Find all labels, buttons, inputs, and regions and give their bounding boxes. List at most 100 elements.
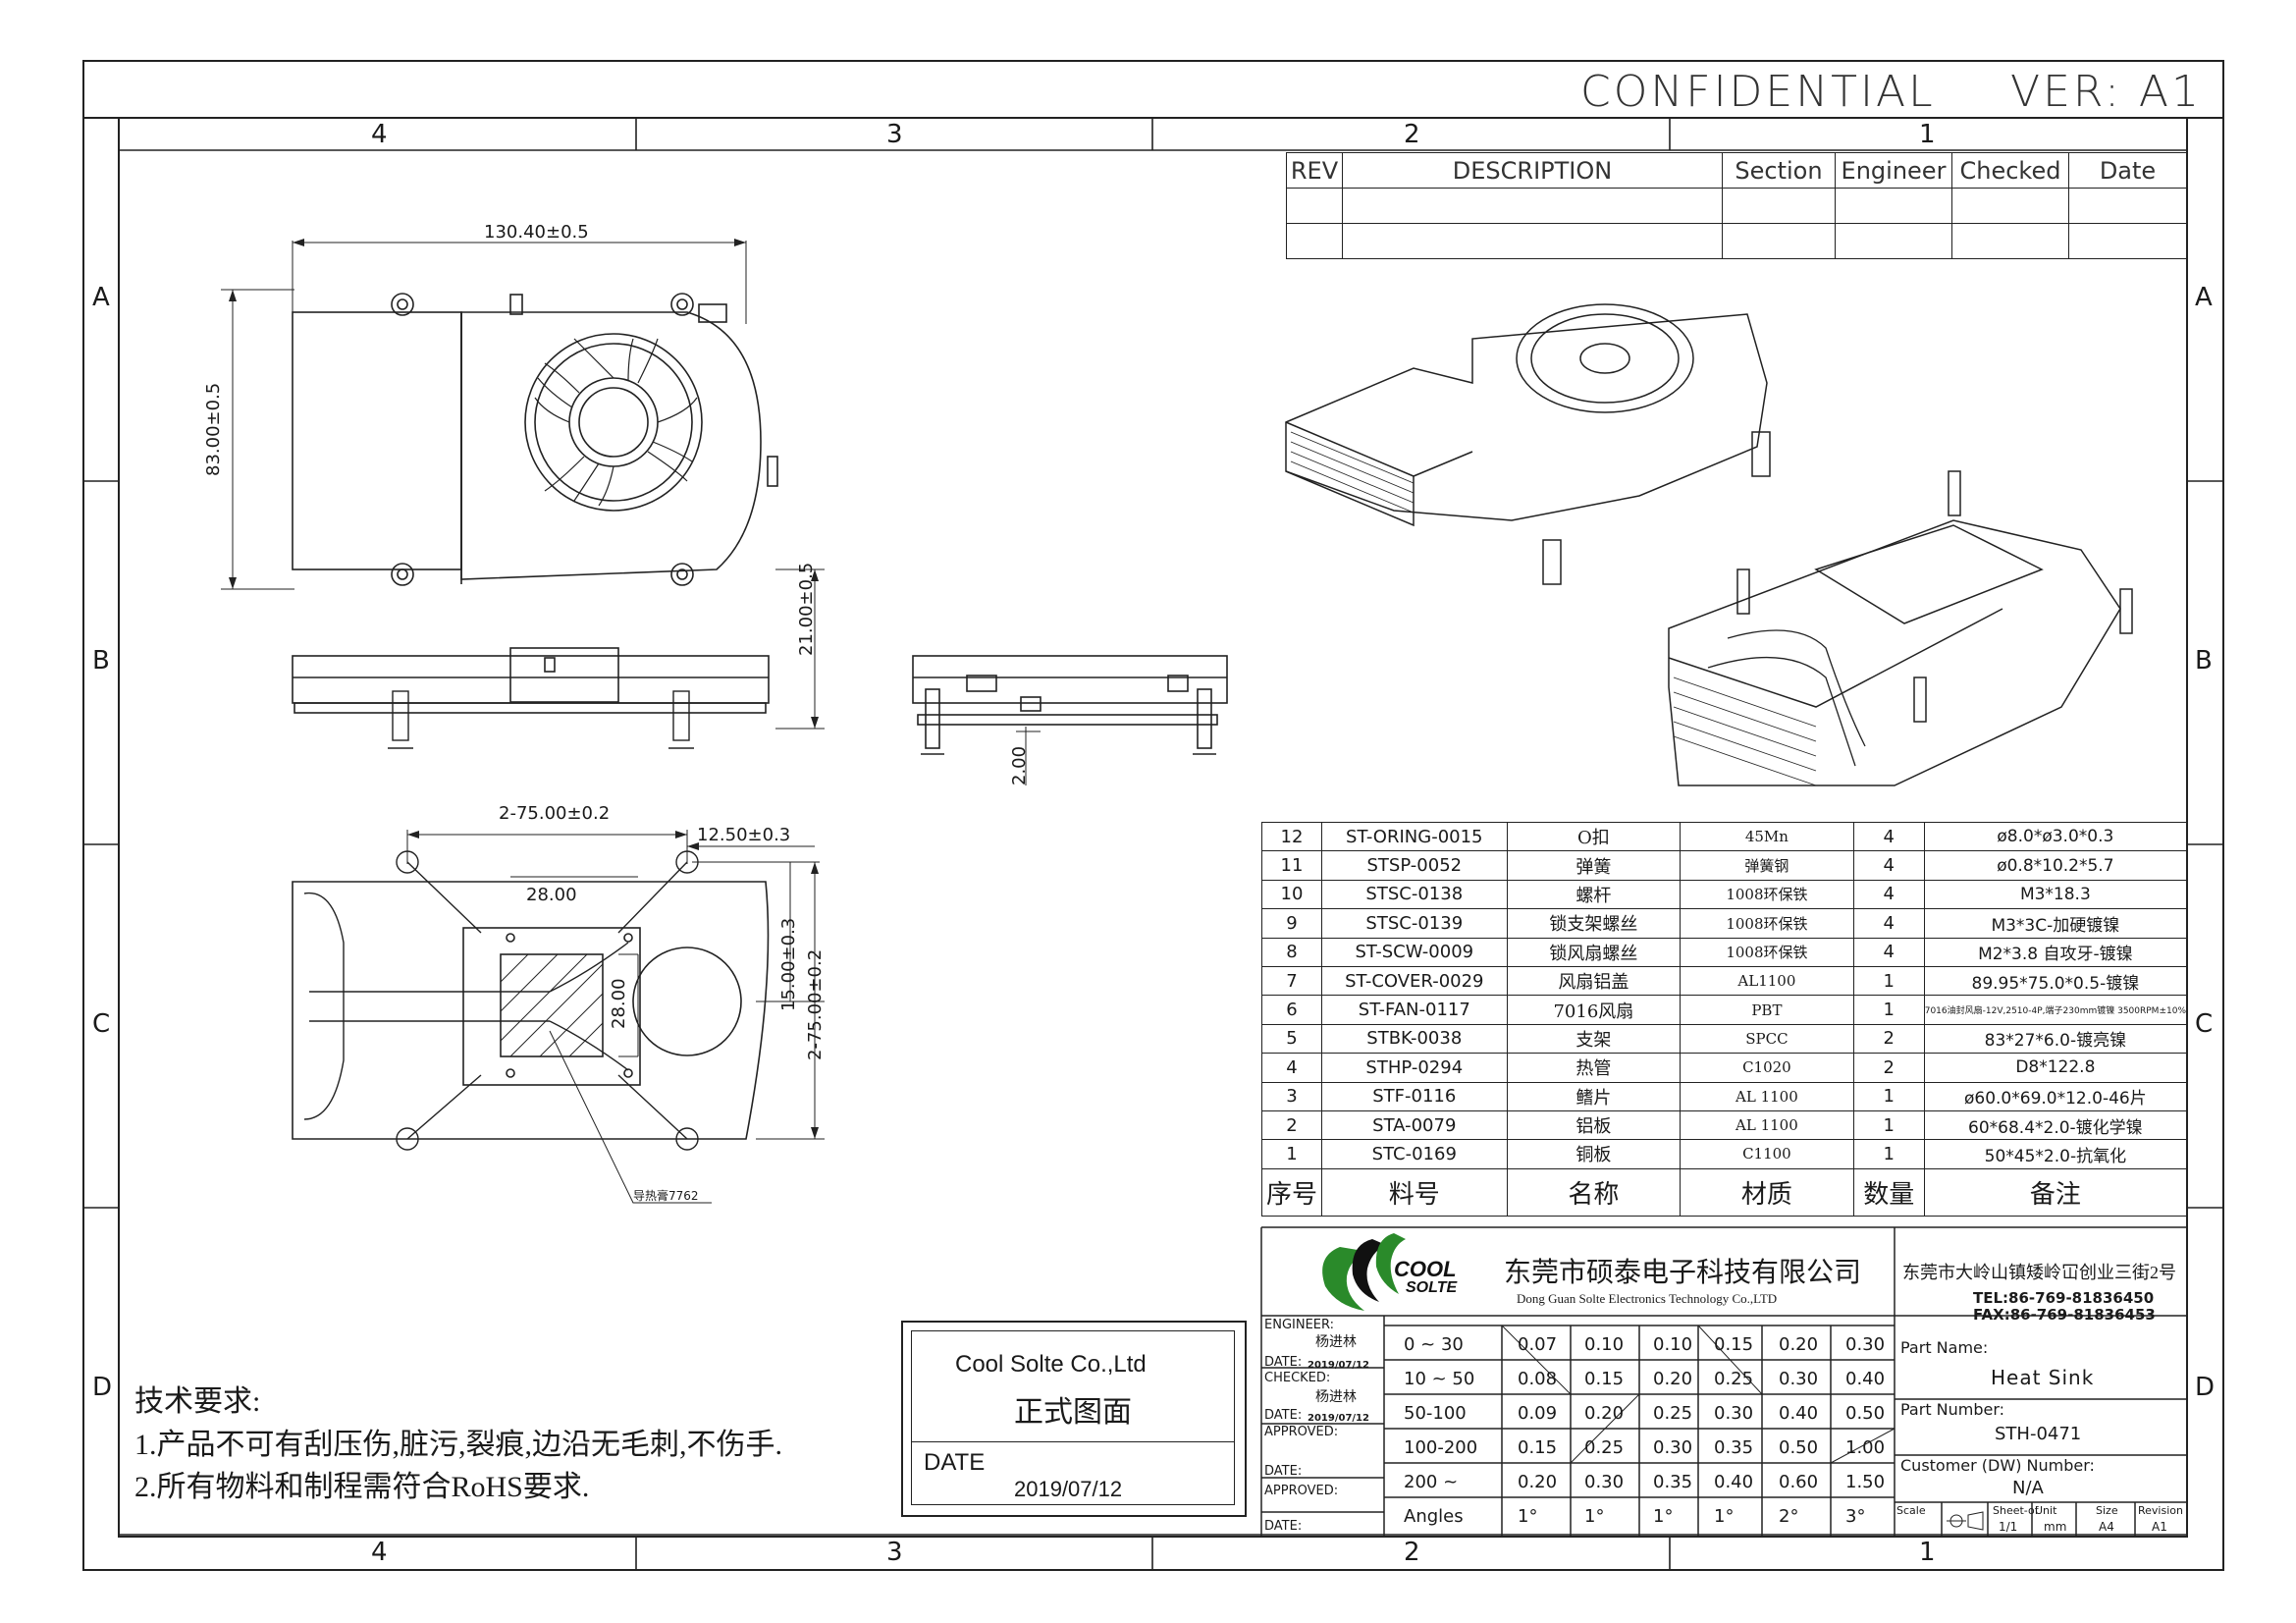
bom-cell-material: AL 1100 [1680, 1109, 1854, 1141]
bom-cell-qty: 1 [1852, 1139, 1925, 1169]
bom-cell-material: 1008环保铁 [1680, 937, 1854, 967]
zone-bottom-3: 3 [886, 1538, 903, 1567]
approved1-label: APPROVED: [1264, 1425, 1339, 1439]
bom-cell-remark: 50*45*2.0-抗氧化 [1923, 1139, 2188, 1169]
tolerance-value: 0.07 [1518, 1334, 1558, 1355]
notes-title: 技术要求: [134, 1385, 261, 1418]
approved2-label: APPROVED: [1264, 1484, 1339, 1498]
bom-cell-remark: M3*3C-加硬镀镍 [1923, 908, 2188, 939]
zone-left-c: C [92, 1009, 111, 1039]
tolerance-value: 0.30 [1653, 1437, 1693, 1458]
bom-cell-name: 鳍片 [1506, 1081, 1682, 1111]
bom-cell-qty: 2 [1852, 1023, 1925, 1055]
part-number-label: Part Number: [1900, 1400, 2005, 1419]
bom-cell-part: STSC-0139 [1320, 908, 1508, 939]
dim-pad-w: 28.00 [526, 885, 577, 905]
side-view [912, 655, 1228, 785]
front-view [292, 568, 825, 749]
company-fax: FAX:86-769-81836453 [1973, 1306, 2156, 1324]
tolerance-range: 200 ~ [1404, 1472, 1459, 1492]
bom-cell-no: 2 [1261, 1109, 1322, 1141]
notes-item-1: 1.产品不可有刮压伤,脏污,裂痕,边沿无毛刺,不伤手. [134, 1429, 782, 1461]
bom-cell-material: 45Mn [1680, 821, 1854, 852]
bom-cell-name: 热管 [1506, 1053, 1682, 1083]
customer-value: N/A [2012, 1478, 2044, 1498]
zone-top-1: 1 [1919, 120, 1936, 149]
bom-header-qty: 数量 [1852, 1167, 1925, 1217]
version-label: VER: A1 [2010, 67, 2203, 117]
tolerance-value: 1° [1518, 1506, 1538, 1527]
bom-cell-name: 支架 [1506, 1023, 1682, 1055]
tolerance-value: 0.40 [1845, 1369, 1886, 1389]
tolerance-value: 1° [1653, 1506, 1674, 1527]
tolerance-value: 1° [1584, 1506, 1605, 1527]
bom-header-name: 名称 [1506, 1167, 1682, 1217]
part-name-label: Part Name: [1900, 1338, 1989, 1357]
footer-revision-label: Revision [2138, 1504, 2183, 1517]
zone-top-3: 3 [886, 120, 903, 149]
bom-cell-part: ST-FAN-0117 [1320, 995, 1508, 1025]
bom-header-remark: 备注 [1923, 1167, 2188, 1217]
description-header: DESCRIPTION [1342, 152, 1723, 189]
dim-pad-h: 28.00 [609, 978, 629, 1029]
tolerance-range: 10 ~ 50 [1404, 1369, 1475, 1389]
bom-cell-remark: M3*18.3 [1923, 879, 2188, 910]
bom-cell-remark: 83*27*6.0-镀亮镍 [1923, 1023, 2188, 1055]
bom-cell-name: 锁风扇螺丝 [1506, 937, 1682, 967]
bom-cell-qty: 4 [1852, 908, 1925, 939]
bom-cell-no: 11 [1261, 850, 1322, 881]
bom-cell-part: ST-ORING-0015 [1320, 821, 1508, 852]
bom-cell-no: 5 [1261, 1023, 1322, 1055]
footer-unit-label: Unit [2035, 1504, 2057, 1517]
outer-frame [82, 60, 2224, 1571]
zone-left-a: A [92, 283, 110, 312]
bom-cell-no: 8 [1261, 937, 1322, 967]
bom-cell-qty: 1 [1852, 995, 1925, 1025]
tolerance-value: 0.10 [1584, 1334, 1625, 1355]
bom-cell-name: 铝板 [1506, 1109, 1682, 1141]
bom-cell-name: 弹簧 [1506, 850, 1682, 881]
bom-cell-part: STBK-0038 [1320, 1023, 1508, 1055]
tolerance-value: 0.20 [1518, 1472, 1558, 1492]
bom-cell-material: 1008环保铁 [1680, 879, 1854, 910]
tolerance-value: 0.35 [1653, 1472, 1693, 1492]
bom-cell-qty: 1 [1852, 1081, 1925, 1111]
tolerance-range: Angles [1404, 1506, 1464, 1527]
tolerance-value: 0.30 [1714, 1403, 1754, 1424]
bom-cell-no: 12 [1261, 821, 1322, 852]
bom-cell-remark: M2*3.8 自攻牙-镀镍 [1923, 937, 2188, 967]
company-name-en: Dong Guan Solte Electronics Technology C… [1517, 1291, 1778, 1306]
engineer-label: ENGINEER: [1264, 1318, 1335, 1332]
stamp-title: 正式图面 [1014, 1395, 1132, 1430]
bom-cell-qty: 4 [1852, 850, 1925, 881]
dim-hole-pitch-x: 2-75.00±0.2 [499, 803, 611, 824]
tolerance-value: 0.15 [1714, 1334, 1754, 1355]
zone-bottom-1: 1 [1919, 1538, 1936, 1567]
tolerance-value: 1.50 [1845, 1472, 1886, 1492]
bom-cell-name: 风扇铝盖 [1506, 965, 1682, 997]
bom-cell-name: 铜板 [1506, 1139, 1682, 1169]
tolerance-value: 0.30 [1845, 1334, 1886, 1355]
tolerance-value: 0.08 [1518, 1369, 1558, 1389]
checked-label: CHECKED: [1264, 1371, 1331, 1385]
tolerance-value: 0.15 [1584, 1369, 1625, 1389]
rev-header: REV [1286, 152, 1343, 189]
company-address: 东莞市大岭山镇矮岭冚创业三街2号 [1902, 1263, 2176, 1282]
zone-bottom-2: 2 [1404, 1538, 1420, 1567]
revision-table: REV DESCRIPTION Section Engineer Checked… [1286, 152, 2187, 259]
bom-cell-name: 螺杆 [1506, 879, 1682, 910]
svg-text:COOL: COOL [1394, 1257, 1457, 1281]
footer-revision-value: A1 [2152, 1520, 2167, 1534]
bom-cell-part: STA-0079 [1320, 1109, 1508, 1141]
top-view [221, 239, 778, 590]
footer-scale-label: Scale [1896, 1504, 1926, 1517]
engineer-header: Engineer [1835, 152, 1952, 189]
stamp-date: 2019/07/12 [1014, 1477, 1123, 1501]
bom-cell-qty: 4 [1852, 937, 1925, 967]
